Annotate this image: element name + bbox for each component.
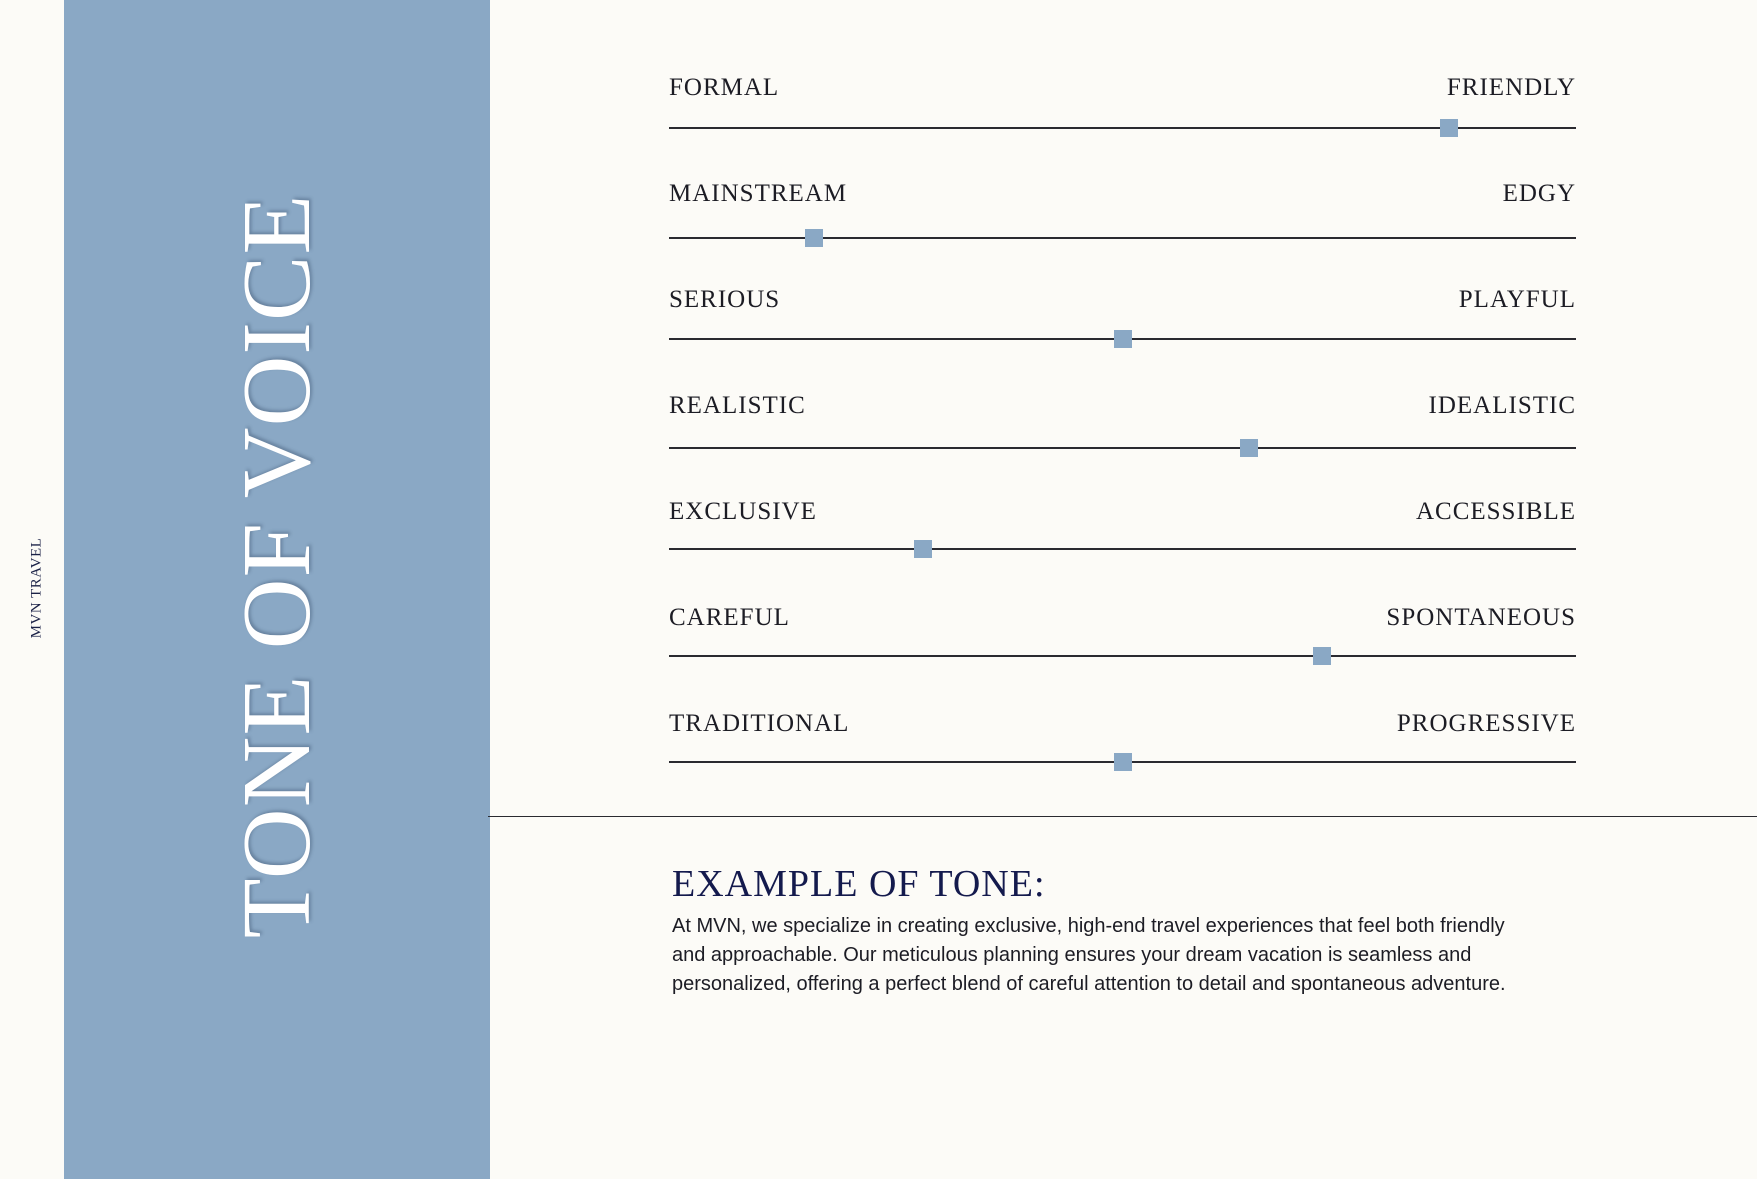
scale-track (669, 655, 1576, 657)
scale-right-label: ACCESSIBLE (1415, 498, 1576, 525)
scale-right-label: EDGY (1502, 180, 1576, 207)
scale-row: SERIOUS PLAYFUL (669, 286, 1576, 348)
example-body-text: At MVN, we specialize in creating exclus… (672, 915, 1506, 995)
section-divider (488, 816, 1757, 817)
scale-row: TRADITIONAL PROGRESSIVE (669, 710, 1576, 771)
scale-track (669, 237, 1576, 239)
scale-left-label: TRADITIONAL (669, 710, 850, 737)
scale-row: REALISTIC IDEALISTIC (669, 392, 1576, 457)
scale-row: CAREFUL SPONTANEOUS (669, 604, 1576, 665)
scale-row: EXCLUSIVE ACCESSIBLE (669, 498, 1576, 558)
scale-right-label: PLAYFUL (1458, 286, 1576, 313)
example-heading: EXAMPLE OF TONE: (672, 863, 1046, 905)
scale-handle (1113, 753, 1132, 771)
scale-handle (1313, 647, 1332, 665)
scale-left-label: CAREFUL (669, 604, 790, 631)
scale-right-label: IDEALISTIC (1428, 392, 1576, 419)
scale-left-label: MAINSTREAM (669, 180, 848, 207)
scale-handle (1440, 119, 1459, 137)
scale-handle (913, 540, 932, 558)
scale-track (669, 127, 1576, 129)
brand-name: MVN TRAVEL (28, 537, 45, 639)
title-panel (64, 0, 490, 1179)
tone-scales: FORMAL FRIENDLY MAINSTREAM EDGY SERIOUS … (669, 0, 1576, 800)
scale-track (669, 447, 1576, 449)
scale-row: MAINSTREAM EDGY (669, 180, 1576, 247)
scale-handle (1113, 330, 1132, 348)
scale-left-label: FORMAL (669, 74, 780, 101)
scale-right-label: SPONTANEOUS (1386, 604, 1576, 631)
scale-handle (805, 229, 824, 247)
scale-left-label: EXCLUSIVE (669, 498, 817, 525)
scale-left-label: REALISTIC (669, 392, 806, 419)
scale-right-label: FRIENDLY (1446, 74, 1576, 101)
scale-right-label: PROGRESSIVE (1396, 710, 1576, 737)
scale-track (669, 548, 1576, 550)
scale-handle (1240, 439, 1259, 457)
page-title: TONE OF VOICE (223, 193, 331, 939)
scale-row: FORMAL FRIENDLY (669, 74, 1576, 137)
scale-left-label: SERIOUS (669, 286, 781, 313)
